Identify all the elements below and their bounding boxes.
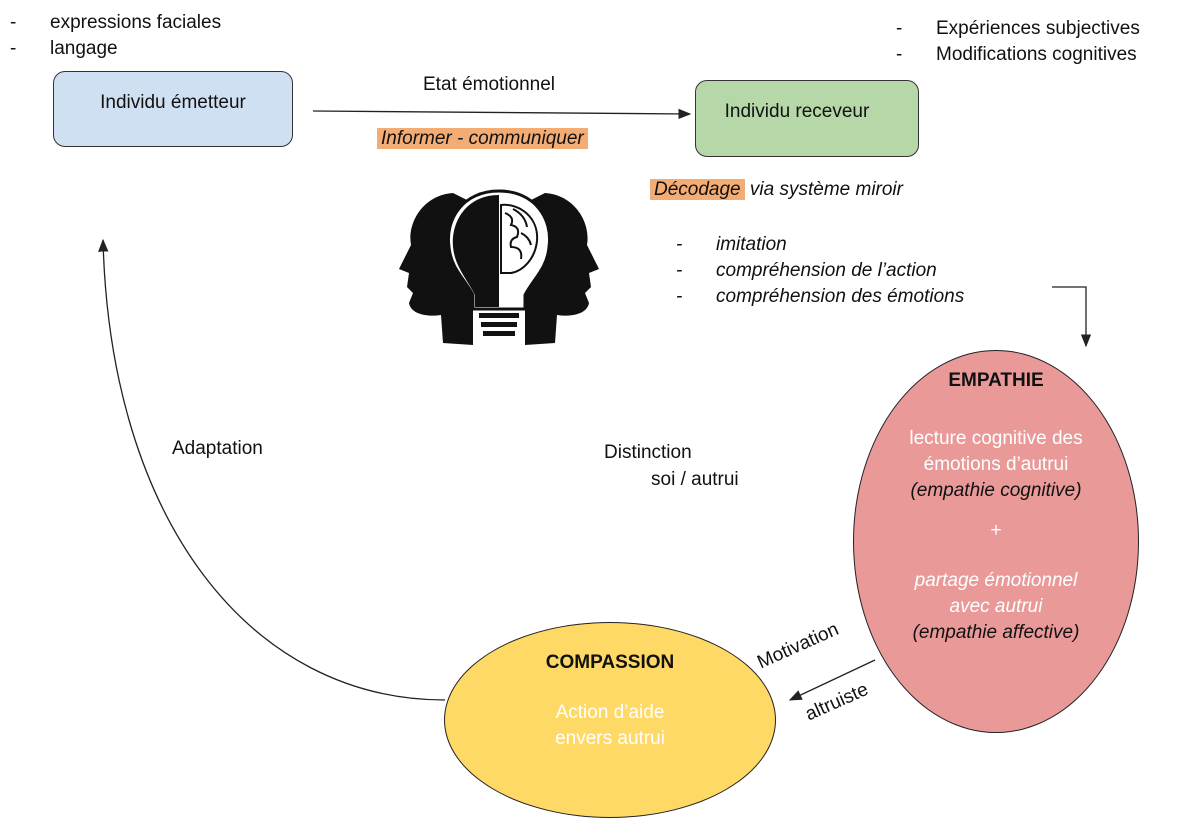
empathy-plus: + bbox=[990, 520, 1002, 541]
sender-cues-list: expressions faciales langage bbox=[10, 10, 221, 62]
list-item: Expériences subjectives bbox=[896, 16, 1140, 42]
emotional-state-label: Etat émotionnel bbox=[423, 74, 556, 95]
decoding-highlight: Décodage bbox=[650, 179, 745, 200]
compassion-title: COMPASSION bbox=[545, 652, 675, 673]
list-item: Modifications cognitives bbox=[896, 42, 1140, 68]
inform-communicate-label: Informer - communiquer bbox=[377, 126, 588, 152]
list-item: langage bbox=[10, 36, 221, 62]
empathy-cognitive-note: (empathie cognitive) bbox=[910, 480, 1082, 501]
adaptation-arrow bbox=[98, 238, 446, 701]
compassion-ellipse bbox=[444, 622, 776, 818]
empathy-cognitive-line1: lecture cognitive des bbox=[909, 428, 1083, 449]
list-item: compréhension de l’action bbox=[676, 258, 964, 284]
distinction-label-line1: Distinction bbox=[604, 442, 692, 463]
list-item: expressions faciales bbox=[10, 10, 221, 36]
decoding-label: Décodage via système miroir bbox=[650, 177, 903, 203]
sender-label: Individu émetteur bbox=[100, 92, 246, 113]
mirror-system-list: imitation compréhension de l’action comp… bbox=[676, 232, 964, 310]
empathy-affective-note: (empathie affective) bbox=[912, 622, 1080, 643]
motivation-arrow bbox=[788, 659, 876, 701]
empathy-text: EMPATHIE lecture cognitive des émotions … bbox=[853, 368, 1139, 646]
decoding-rest: via système miroir bbox=[744, 179, 903, 200]
sender-box: Individu émetteur bbox=[53, 71, 293, 147]
list-item: compréhension des émotions bbox=[676, 284, 964, 310]
emotional-state-arrow bbox=[312, 108, 692, 120]
empathy-affective-line1: partage émotionnel bbox=[914, 570, 1078, 591]
compassion-line2: envers autrui bbox=[555, 728, 665, 749]
distinction-label-line2: soi / autrui bbox=[651, 469, 739, 490]
empathy-title: EMPATHIE bbox=[948, 370, 1044, 391]
receiver-box: Individu receveur bbox=[695, 80, 919, 157]
head-lightbulb-brain-icon bbox=[399, 189, 599, 345]
compassion-line1: Action d’aide bbox=[555, 702, 665, 723]
compassion-text: COMPASSION Action d’aide envers autrui bbox=[444, 650, 776, 752]
receiver-effects-list: Expériences subjectives Modifications co… bbox=[896, 16, 1140, 68]
adaptation-label: Adaptation bbox=[172, 438, 263, 459]
to-empathy-arrow bbox=[1052, 286, 1092, 348]
empathy-cognitive-line2: émotions d’autrui bbox=[923, 454, 1069, 475]
empathy-ellipse bbox=[853, 350, 1139, 733]
receiver-label: Individu receveur bbox=[724, 100, 870, 122]
inform-highlight: Informer - communiquer bbox=[377, 128, 588, 149]
list-item: imitation bbox=[676, 232, 964, 258]
empathy-affective-line2: avec autrui bbox=[949, 596, 1043, 617]
